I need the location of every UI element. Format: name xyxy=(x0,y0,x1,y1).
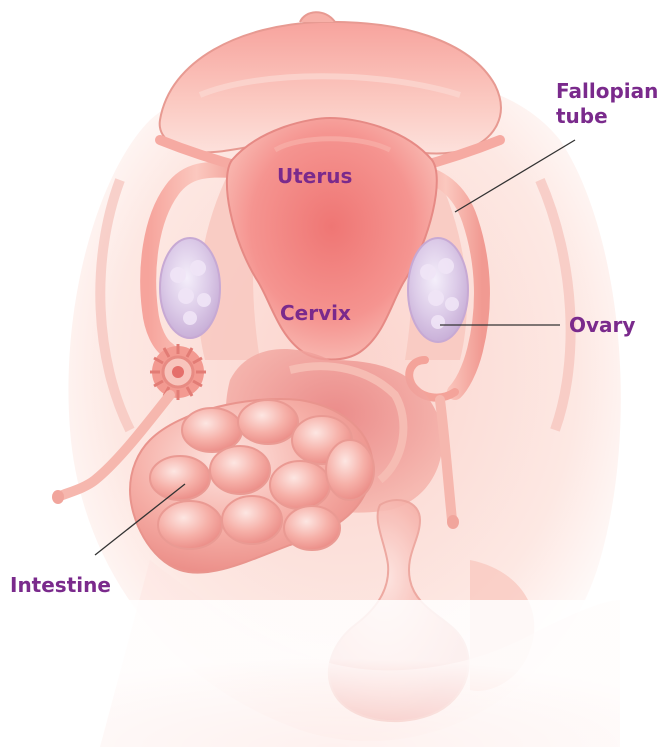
left-ovary xyxy=(160,238,220,338)
fallopian-tube-label-line2: tube xyxy=(556,104,608,128)
right-ovary xyxy=(408,238,468,342)
fallopian-tube-label-line1: Fallopian xyxy=(556,79,658,103)
ovary-label: Ovary xyxy=(569,313,635,337)
cervix-label: Cervix xyxy=(280,301,351,325)
intestine-label: Intestine xyxy=(10,573,111,597)
uterus-label: Uterus xyxy=(277,164,352,188)
